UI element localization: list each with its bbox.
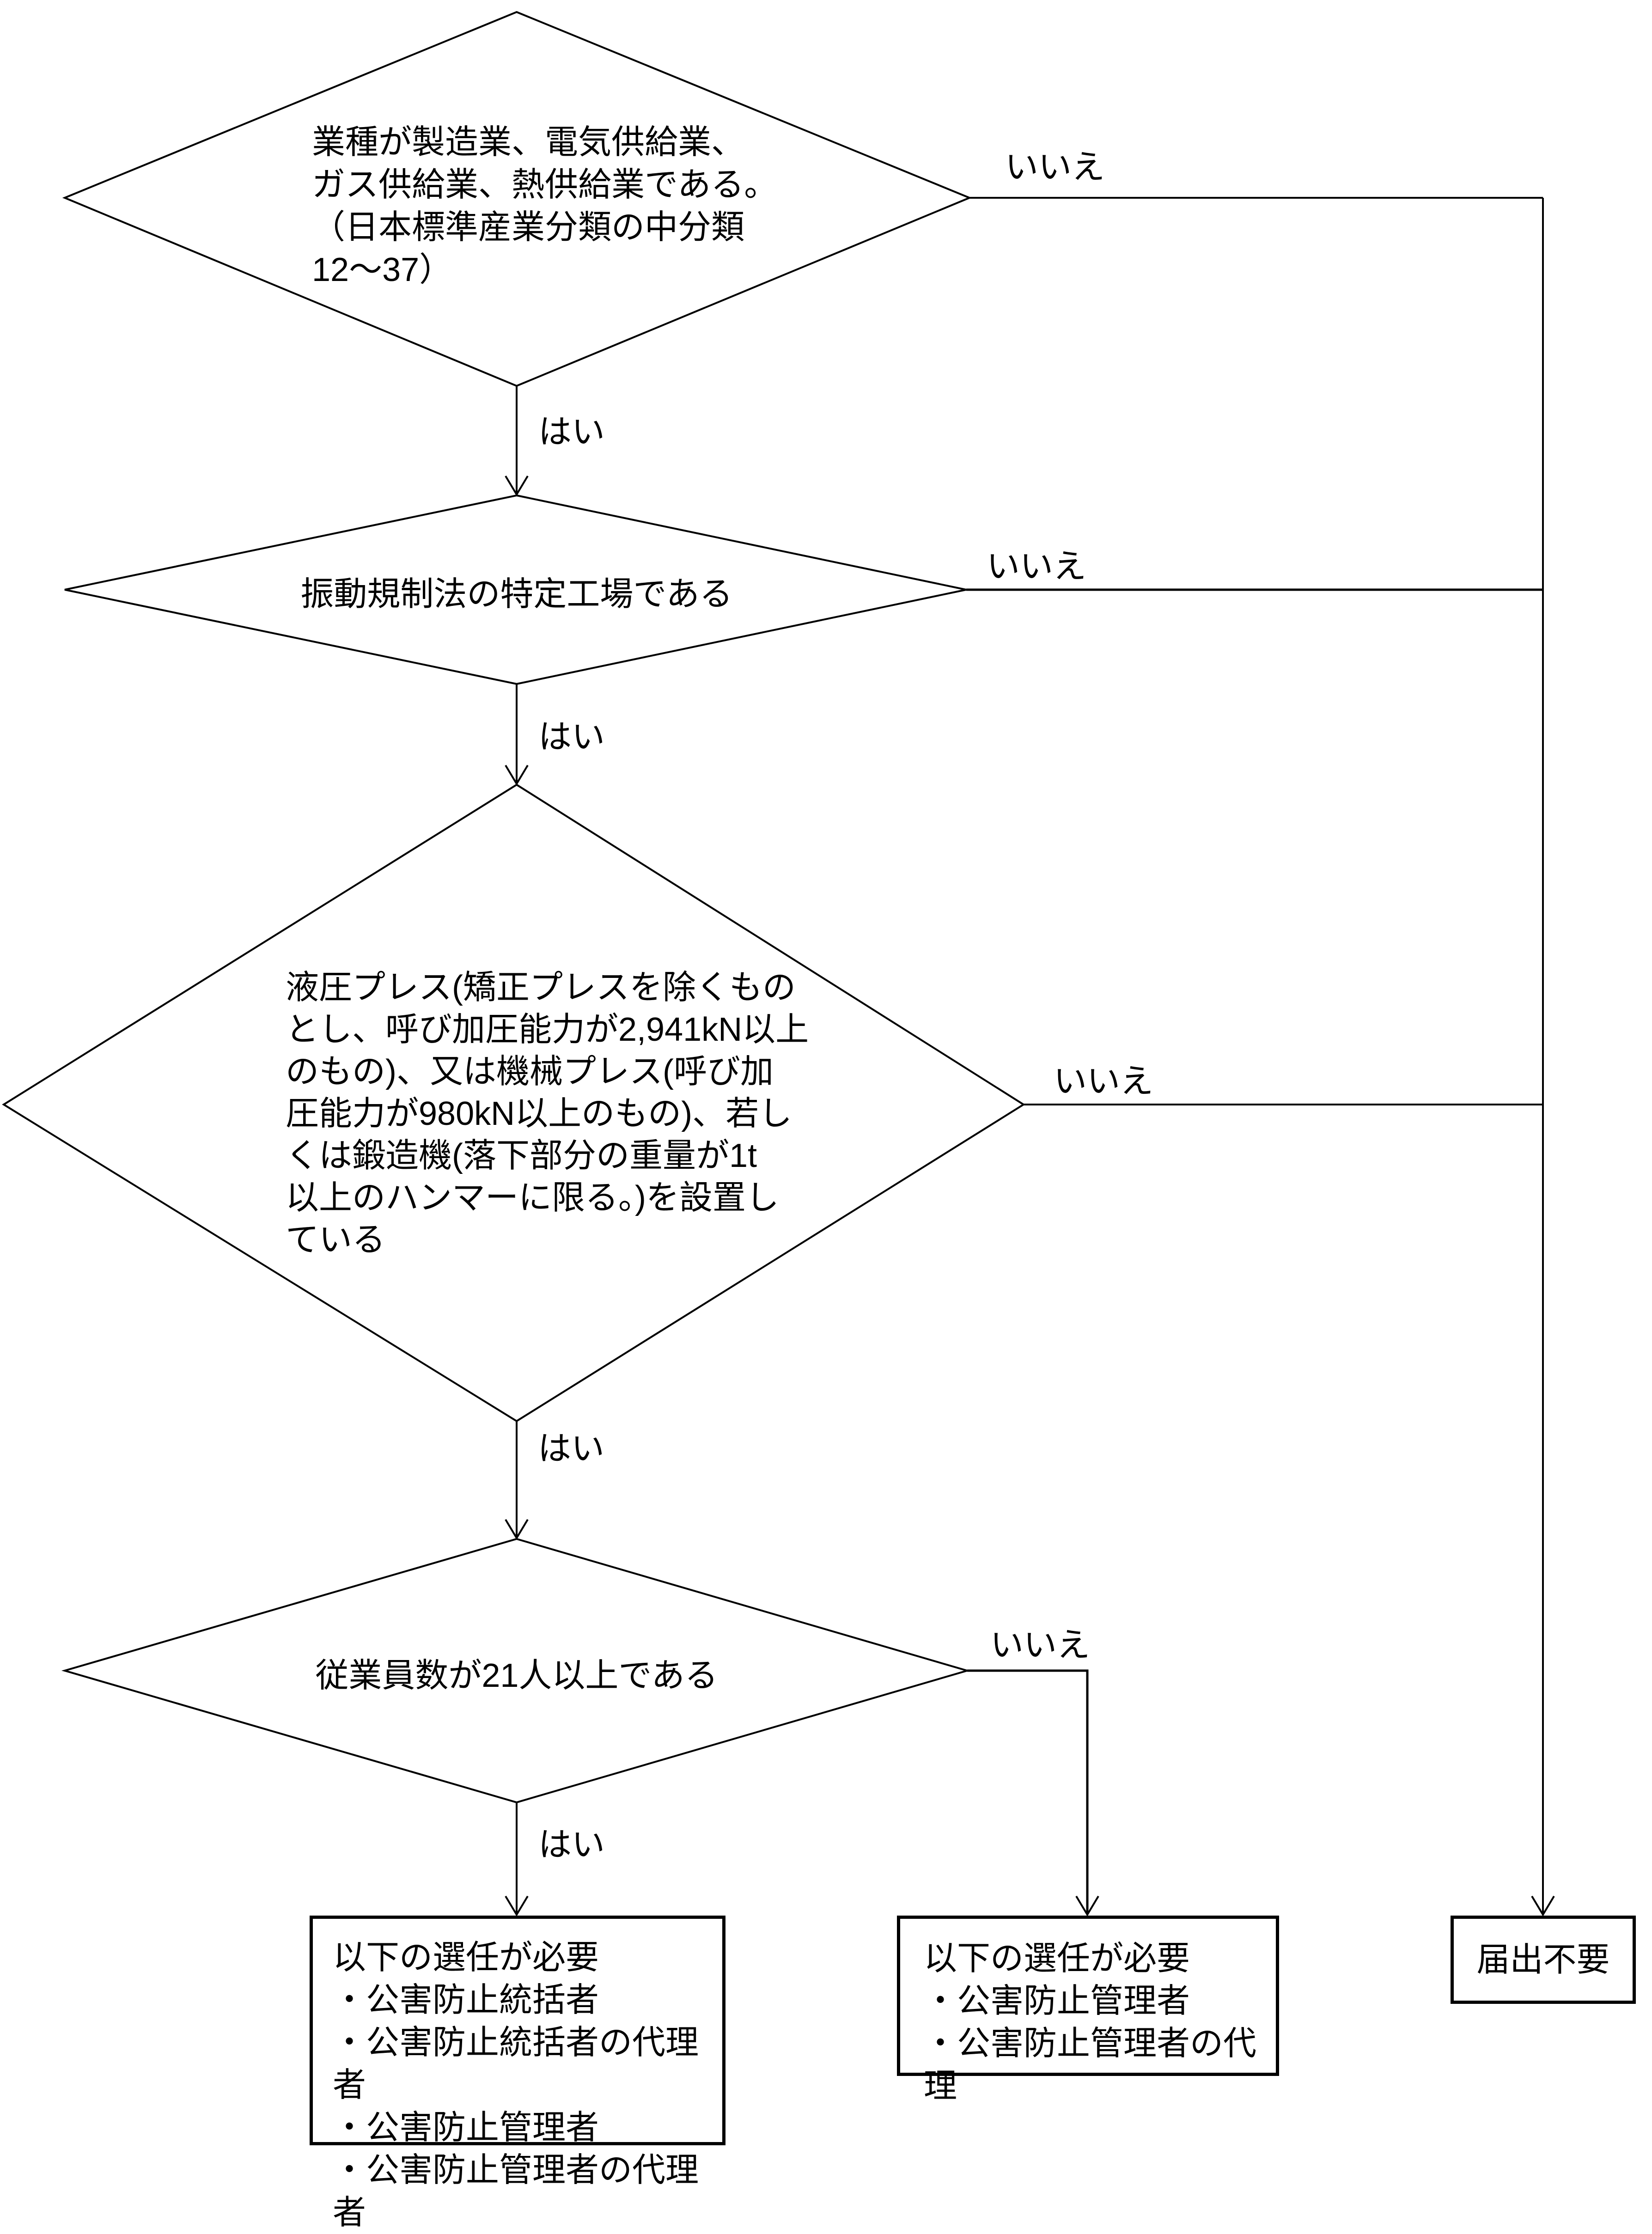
- result-box-full-line-3: ・公害防止統括者の代理者: [333, 2024, 699, 2104]
- result-box-full-line-4: ・公害防止管理者: [333, 2109, 599, 2146]
- decision-1-text-line-2: ガス供給業、熱供給業である。: [312, 166, 778, 203]
- edge-label-no-1: いいえ: [1005, 149, 1105, 186]
- edge-label-no-3: いいえ: [1054, 1063, 1154, 1100]
- decision-4-text: 従業員数が21人以上である: [315, 1657, 718, 1694]
- result-box-full-line-5: ・公害防止管理者の代理者: [333, 2152, 699, 2231]
- edge-label-yes-3: はい: [538, 1430, 605, 1467]
- flowchart-shapes: [2, 11, 1652, 2157]
- decision-3-text-line-2: とし、呼び加圧能力が2,941kN以上: [286, 1011, 809, 1048]
- result-box-full-line-1: 以下の選任が必要: [333, 1939, 599, 1976]
- flowchart-canvas: 業種が製造業、電気供給業、 ガス供給業、熱供給業である。 （日本標準産業分類の中…: [2, 11, 1652, 2231]
- decision-3-text-line-4: 圧能力が980kN以上のもの)、若し: [286, 1095, 792, 1132]
- decision-3-text-line-5: くは鍛造機(落下部分の重量が1t: [286, 1137, 757, 1174]
- result-box-none-label: 届出不要: [1476, 1941, 1610, 1978]
- decision-3-text-line-7: ている: [286, 1221, 386, 1258]
- decision-3-text: 液圧プレス(矯正プレスを除くもの とし、呼び加圧能力が2,941kN以上 のもの…: [286, 967, 809, 1261]
- connector-no-4: [967, 1669, 1087, 1915]
- decision-3-text-line-1: 液圧プレス(矯正プレスを除くもの: [286, 969, 796, 1006]
- edge-label-no-4: いいえ: [990, 1627, 1091, 1664]
- decision-1-text-line-3: （日本標準産業分類の中分類: [312, 209, 745, 246]
- decision-1-text: 業種が製造業、電気供給業、 ガス供給業、熱供給業である。 （日本標準産業分類の中…: [312, 121, 777, 291]
- decision-2-text: 振動規制法の特定工場である: [300, 576, 733, 613]
- edge-label-no-2: いいえ: [987, 548, 1087, 585]
- edge-label-yes-4: はい: [538, 1826, 605, 1863]
- result-box-full: 以下の選任が必要 ・公害防止統括者 ・公害防止統括者の代理者 ・公害防止管理者 …: [310, 1916, 725, 2231]
- result-box-manager-line-1: 以下の選任が必要: [924, 1940, 1190, 1977]
- decision-1-text-line-4: 12～37）: [312, 251, 453, 288]
- edge-label-yes-2: はい: [538, 719, 605, 756]
- result-box-none: 届出不要: [1451, 1916, 1636, 2004]
- result-box-manager-line-2: ・公害防止管理者: [924, 1983, 1190, 2020]
- result-box-full-line-2: ・公害防止統括者: [333, 1982, 599, 2019]
- decision-3-text-line-6: 以上のハンマーに限る。)を設置し: [286, 1179, 779, 1216]
- decision-3-text-line-3: のもの)、又は機械プレス(呼び加: [286, 1053, 774, 1090]
- decision-1-text-line-1: 業種が製造業、電気供給業、: [312, 124, 745, 161]
- result-box-manager-line-3: ・公害防止管理者の代理: [924, 2025, 1257, 2105]
- edge-label-yes-1: はい: [538, 414, 605, 451]
- result-box-manager: 以下の選任が必要 ・公害防止管理者 ・公害防止管理者の代理: [897, 1916, 1279, 2105]
